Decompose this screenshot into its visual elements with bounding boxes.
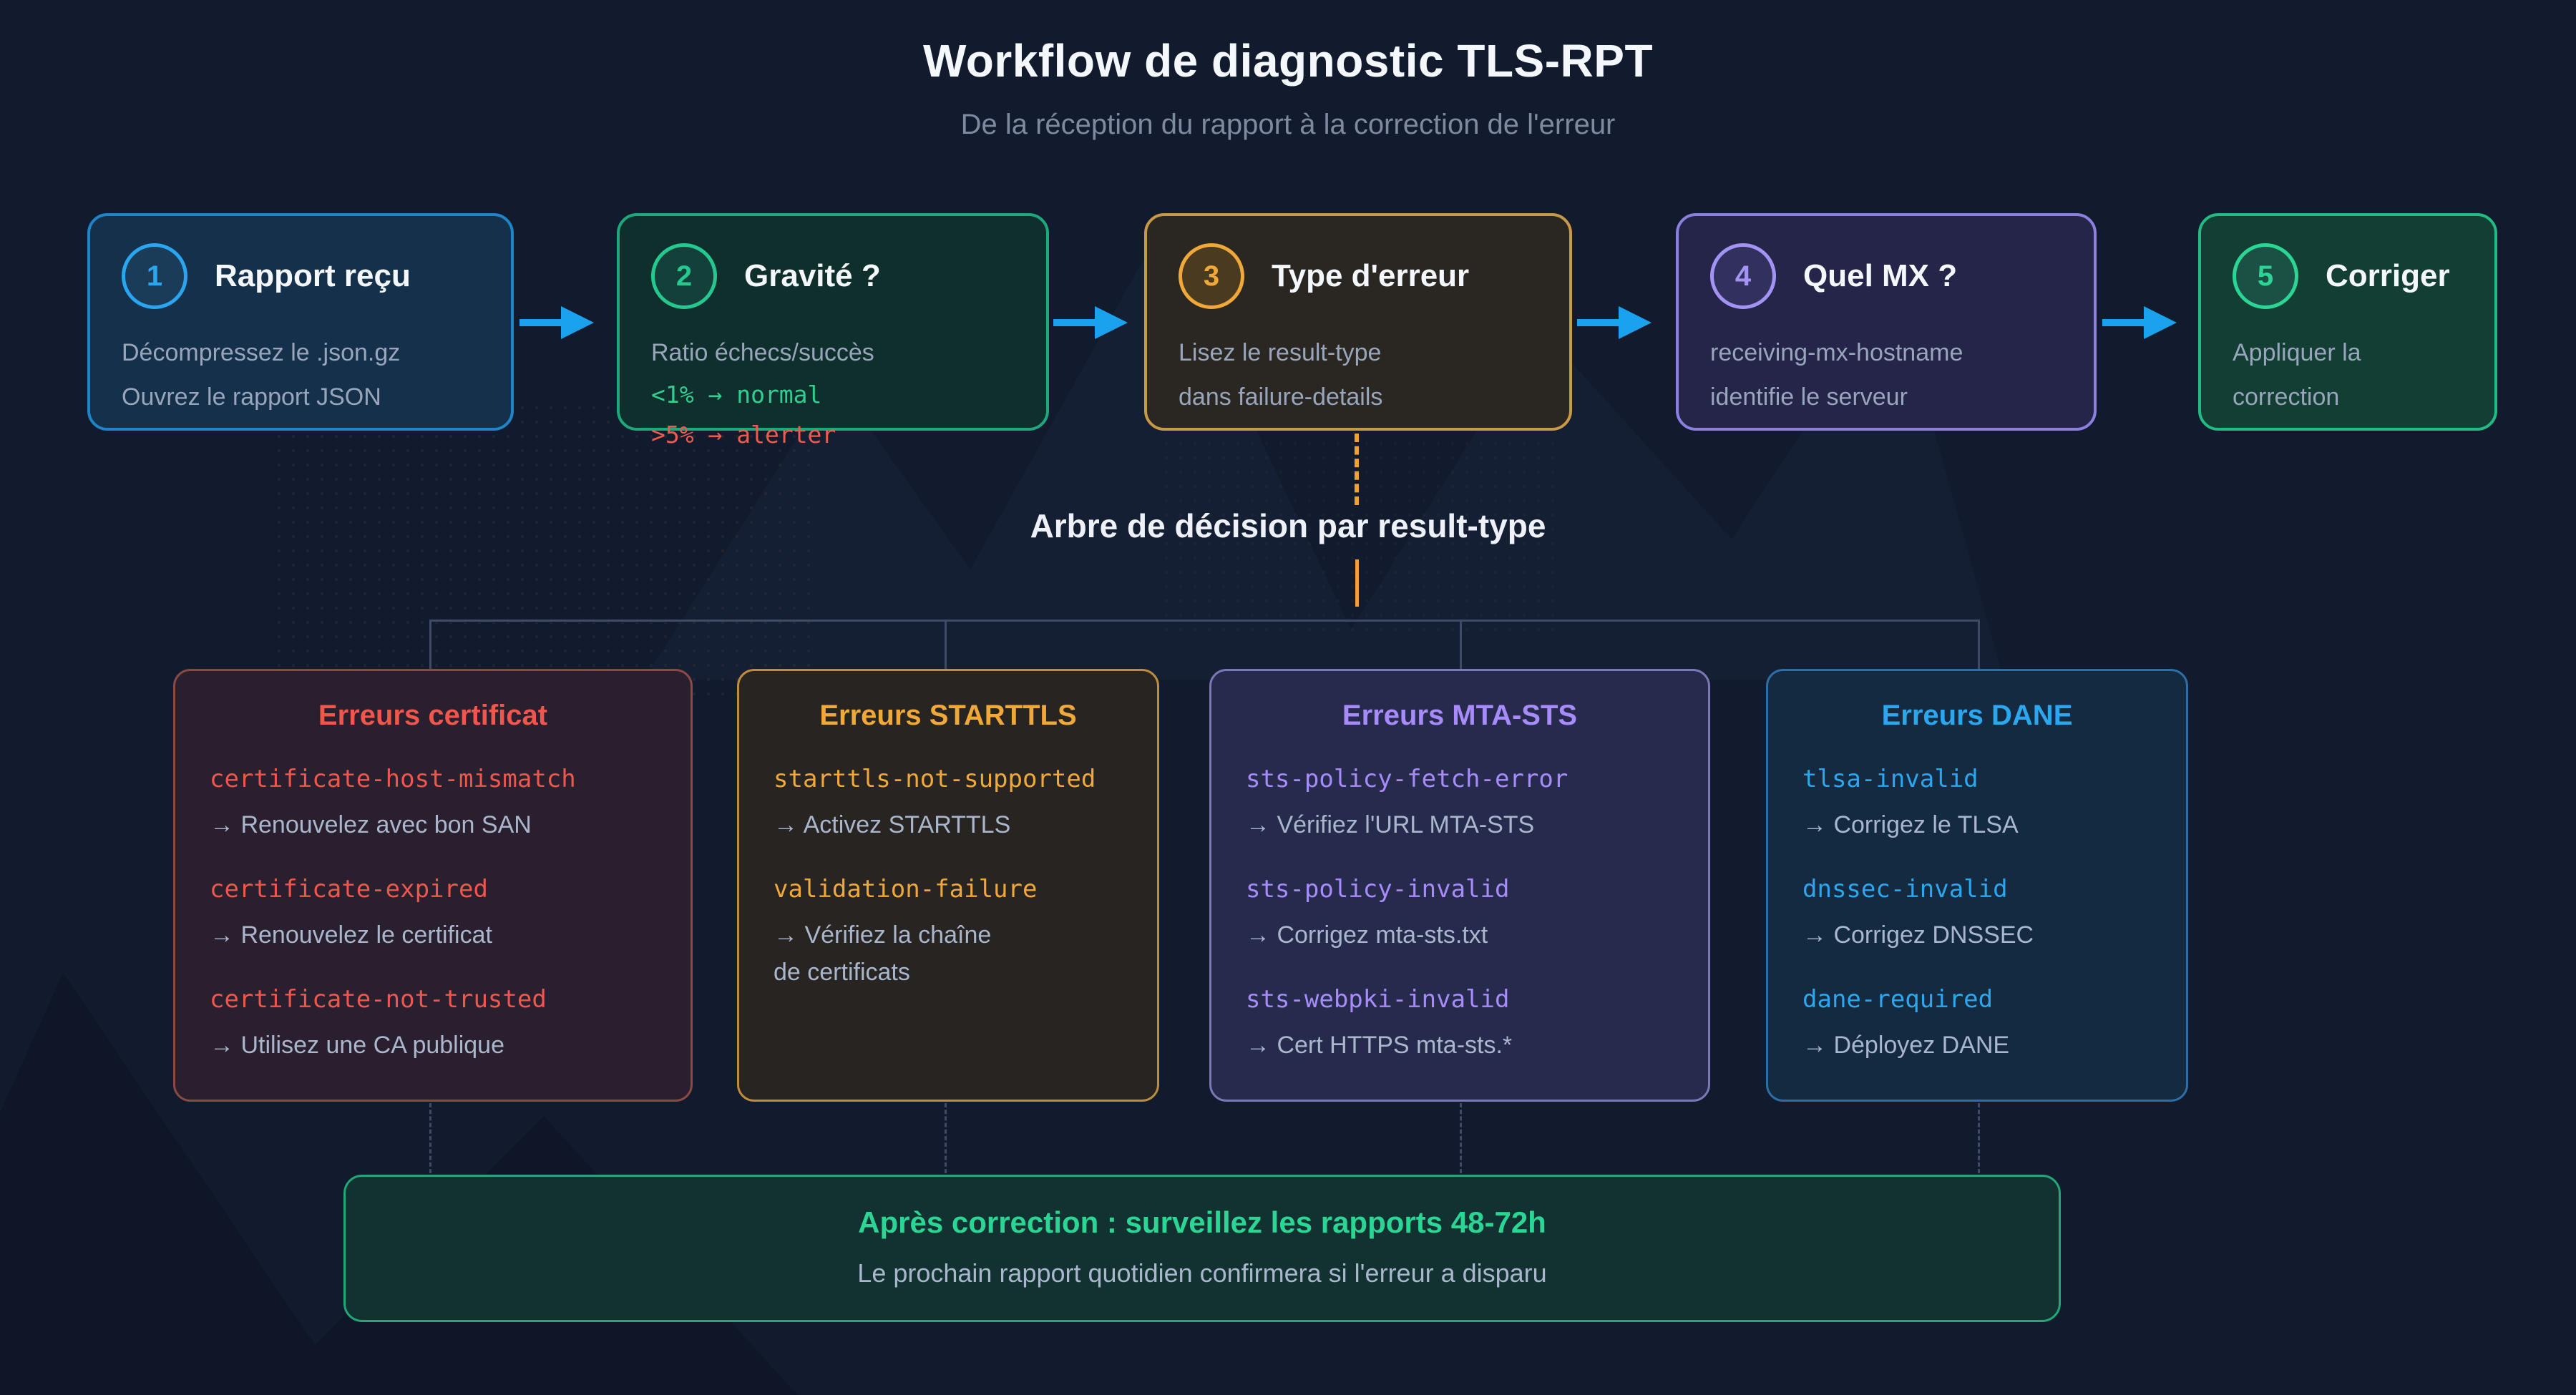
banner-subtitle: Le prochain rapport quotidien confirmera…: [857, 1258, 1547, 1288]
step-description-line: receiving-mx-hostname: [1710, 339, 1963, 366]
step-description: Appliquer la correction: [2233, 331, 2494, 419]
flow-arrow-icon: [1577, 306, 1652, 339]
error-entry: sts-policy-fetch-error → Vérifiez l'URL …: [1246, 763, 1674, 843]
step-header: 5 Corriger: [2233, 243, 2494, 309]
step-description-line: correction: [2233, 383, 2340, 411]
step-title: Gravité ?: [744, 258, 881, 293]
step-number-badge: 4: [1710, 243, 1776, 309]
fix-suggestion: → Vérifiez la chaîne: [774, 921, 992, 949]
branch-title: Erreurs STARTTLS: [819, 700, 1077, 731]
result-type-code: tlsa-invalid: [1802, 765, 1979, 793]
step-number-badge: 2: [651, 243, 717, 309]
dashed-connector-from-step3: [1355, 434, 1359, 505]
fix-suggestion: → Corrigez le TLSA: [1802, 811, 2019, 838]
banner-title: Après correction : surveillez les rappor…: [858, 1205, 1546, 1239]
step-number-badge: 1: [122, 243, 187, 309]
result-type-code: sts-policy-fetch-error: [1246, 765, 1568, 793]
dashed-connector-to-banner: [945, 1103, 947, 1173]
fix-suggestion: → Vérifiez l'URL MTA-STS: [1246, 811, 1535, 838]
fix-suggestion-line2: de certificats: [774, 959, 910, 986]
step-description-line: dans failure-details: [1179, 383, 1383, 411]
error-entry: tlsa-invalid → Corrigez le TLSA: [1802, 763, 2152, 843]
step-header: 4 Quel MX ?: [1710, 243, 2094, 309]
result-type-code: dane-required: [1802, 985, 1994, 1014]
threshold-normal-code: <1% → normal: [651, 381, 822, 408]
error-entry: certificate-not-trusted → Utilisez une C…: [210, 984, 656, 1064]
flow-arrow-icon: [519, 306, 594, 339]
branch-title: Erreurs MTA-STS: [1342, 700, 1578, 731]
error-entry: certificate-expired → Renouvelez le cert…: [210, 873, 656, 954]
step-description: Ratio échecs/succès <1% → normal >5% → a…: [651, 331, 1046, 455]
result-type-code: sts-policy-invalid: [1246, 875, 1510, 904]
step-title: Rapport reçu: [215, 258, 411, 293]
error-entry: sts-webpki-invalid → Cert HTTPS mta-sts.…: [1246, 984, 1674, 1064]
branch-mta-sts-errors: Erreurs MTA-STS sts-policy-fetch-error →…: [1209, 669, 1710, 1102]
step-description-line: Ouvrez le rapport JSON: [122, 383, 381, 411]
tree-branch-line: [1978, 620, 1980, 670]
threshold-alert-code: >5% → alerter: [651, 421, 836, 449]
fix-suggestion: → Cert HTTPS mta-sts.*: [1246, 1032, 1513, 1059]
step-title: Quel MX ?: [1803, 258, 1958, 293]
branch-dane-errors: Erreurs DANE tlsa-invalid → Corrigez le …: [1766, 669, 2188, 1102]
step-card-3-type-erreur: 3 Type d'erreur Lisez le result-type dan…: [1144, 213, 1572, 431]
step-number-badge: 5: [2233, 243, 2298, 309]
step-card-4-quel-mx: 4 Quel MX ? receiving-mx-hostname identi…: [1676, 213, 2097, 431]
result-type-code: validation-failure: [774, 875, 1038, 904]
step-header: 3 Type d'erreur: [1179, 243, 1569, 309]
step-description: Décompressez le .json.gz Ouvrez le rappo…: [122, 331, 511, 419]
step-header: 1 Rapport reçu: [122, 243, 511, 309]
step-header: 2 Gravité ?: [651, 243, 1046, 309]
step-description-line: Lisez le result-type: [1179, 339, 1382, 366]
result-type-code: sts-webpki-invalid: [1246, 985, 1510, 1014]
result-type-code: certificate-host-mismatch: [210, 765, 576, 793]
result-type-code: certificate-expired: [210, 875, 488, 904]
decision-tree-heading: Arbre de décision par result-type: [1030, 507, 1546, 544]
solid-connector-below-heading: [1355, 559, 1359, 607]
page-title: Workflow de diagnostic TLS-RPT: [922, 35, 1654, 87]
step-number-badge: 3: [1179, 243, 1244, 309]
step-description-line: Appliquer la: [2233, 339, 2361, 366]
error-entry: certificate-host-mismatch → Renouvelez a…: [210, 763, 656, 843]
result-type-code: dnssec-invalid: [1802, 875, 2008, 904]
step-card-5-corriger: 5 Corriger Appliquer la correction: [2198, 213, 2497, 431]
branch-starttls-errors: Erreurs STARTTLS starttls-not-supported …: [737, 669, 1159, 1102]
step-description-line: Ratio échecs/succès: [651, 339, 874, 366]
fix-suggestion: → Activez STARTTLS: [774, 811, 1011, 838]
result-type-code: certificate-not-trusted: [210, 985, 547, 1014]
fix-suggestion: → Déployez DANE: [1802, 1032, 2010, 1059]
error-entry: starttls-not-supported → Activez STARTTL…: [774, 763, 1123, 843]
tree-branch-line: [1460, 620, 1462, 670]
error-entry: dnssec-invalid → Corrigez DNSSEC: [1802, 873, 2152, 954]
fix-suggestion: → Corrigez DNSSEC: [1802, 921, 2034, 949]
branch-title: Erreurs DANE: [1881, 700, 2073, 731]
tree-branch-line: [429, 620, 431, 670]
dashed-connector-to-banner: [1460, 1103, 1462, 1173]
tree-horizontal-line: [429, 620, 1979, 622]
step-card-1-rapport-recu: 1 Rapport reçu Décompressez le .json.gz …: [87, 213, 514, 431]
fix-suggestion: → Utilisez une CA publique: [210, 1032, 505, 1059]
result-type-code: starttls-not-supported: [774, 765, 1096, 793]
post-correction-banner: Après correction : surveillez les rappor…: [343, 1175, 2061, 1322]
fix-suggestion: → Corrigez mta-sts.txt: [1246, 921, 1488, 949]
page-subtitle: De la réception du rapport à la correcti…: [960, 109, 1616, 140]
step-description: receiving-mx-hostname identifie le serve…: [1710, 331, 2094, 419]
step-description-line: identifie le serveur: [1710, 383, 1908, 411]
branch-title: Erreurs certificat: [318, 700, 548, 731]
step-title: Corriger: [2326, 258, 2450, 293]
fix-suggestion: → Renouvelez avec bon SAN: [210, 811, 532, 838]
flow-arrow-icon: [1053, 306, 1128, 339]
step-card-2-gravite: 2 Gravité ? Ratio échecs/succès <1% → no…: [617, 213, 1049, 449]
error-entry: sts-policy-invalid → Corrigez mta-sts.tx…: [1246, 873, 1674, 954]
dashed-connector-to-banner: [1978, 1103, 1980, 1173]
step-description: Lisez le result-type dans failure-detail…: [1179, 331, 1569, 419]
step-description-line: Décompressez le .json.gz: [122, 339, 401, 366]
flow-arrow-icon: [2102, 306, 2177, 339]
branch-certificate-errors: Erreurs certificat certificate-host-mism…: [173, 669, 693, 1102]
tree-branch-line: [945, 620, 947, 670]
error-entry: validation-failure → Vérifiez la chaîne …: [774, 873, 1123, 991]
fix-suggestion: → Renouvelez le certificat: [210, 921, 492, 949]
dashed-connector-to-banner: [429, 1103, 431, 1173]
step-title: Type d'erreur: [1272, 258, 1470, 293]
error-entry: dane-required → Déployez DANE: [1802, 984, 2152, 1064]
